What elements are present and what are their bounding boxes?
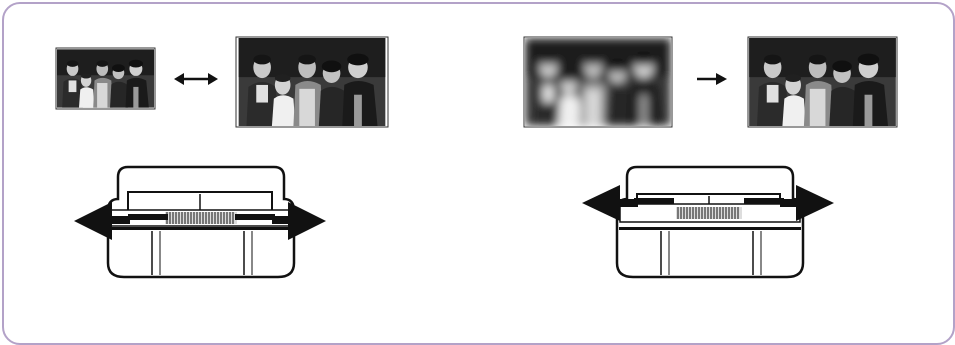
photo-sharp bbox=[748, 37, 897, 127]
double-arrow-icon bbox=[174, 73, 218, 85]
zoom-panel bbox=[56, 37, 388, 277]
focus-ring-icon bbox=[582, 167, 834, 277]
photo-small bbox=[56, 48, 155, 109]
zoom-ring-icon bbox=[74, 167, 326, 277]
right-arrow-icon bbox=[697, 73, 727, 85]
photo-large bbox=[236, 37, 388, 127]
focus-panel bbox=[524, 37, 897, 277]
photo-blurred bbox=[524, 37, 672, 127]
